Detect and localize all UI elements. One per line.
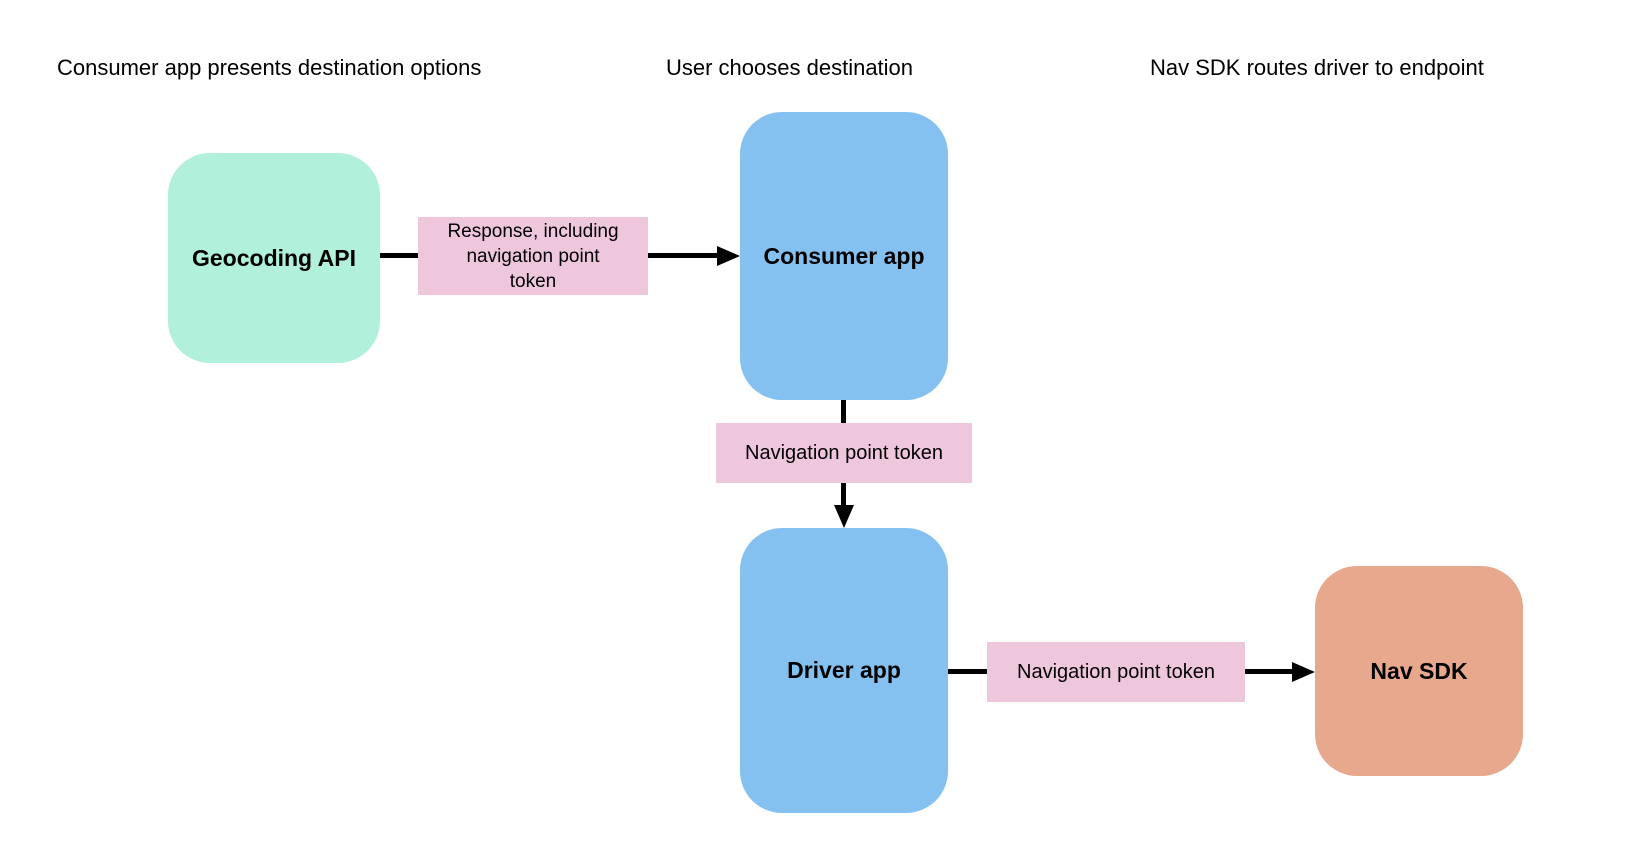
- node-driver-app: Driver app: [740, 528, 948, 813]
- node-nav-sdk: Nav SDK: [1315, 566, 1523, 776]
- stage-header-navsdk-routes: Nav SDK routes driver to endpoint: [1150, 55, 1484, 80]
- edge-label-navigation-point-token-2: Navigation point token: [987, 642, 1245, 702]
- stage-header-consumer-presents: Consumer app presents destination option…: [57, 55, 482, 80]
- edge-label-response-including-token: Response, including navigation point tok…: [418, 217, 648, 295]
- node-geocoding-api: Geocoding API: [168, 153, 380, 363]
- stage-header-user-chooses: User chooses destination: [666, 55, 914, 80]
- edge-label-navigation-point-token-1: Navigation point token: [716, 423, 972, 483]
- node-consumer-app: Consumer app: [740, 112, 948, 400]
- arrowhead-right-icon: [717, 245, 740, 266]
- arrowhead-down-icon: [833, 505, 854, 528]
- arrowhead-right-icon: [1292, 661, 1315, 682]
